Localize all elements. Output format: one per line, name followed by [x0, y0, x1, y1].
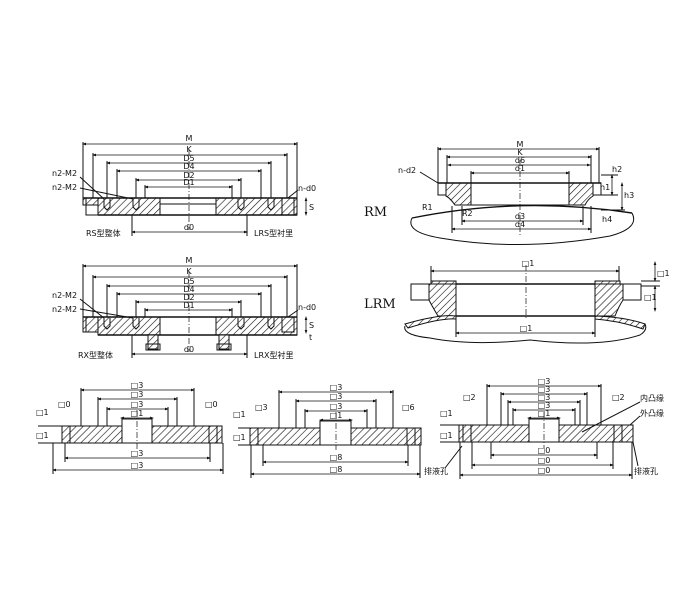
dim-label: □8 — [330, 465, 343, 474]
dim-label: K — [186, 145, 192, 154]
dim-label: D5 — [183, 277, 194, 286]
side-label: □0 — [205, 400, 218, 409]
height-label: h1 — [600, 183, 610, 192]
dim-label: □0 — [538, 446, 551, 455]
dim-label: d4 — [515, 220, 525, 229]
left-label: □1 — [440, 431, 453, 440]
hole-label: n-d0 — [298, 303, 316, 312]
caption-lrx: LRX型衬里 — [254, 350, 294, 360]
dim-label: □3 — [131, 449, 144, 458]
figure-bottom-right: □3 □3 □3 □3 □1 □2 □2 □1 □1 □0 □0 □0 内凸缘 … — [424, 377, 664, 479]
dim-label: □3 — [538, 385, 551, 394]
radius-label: R1 — [422, 203, 433, 212]
height-label: h3 — [624, 191, 634, 200]
left-label: □1 — [233, 433, 246, 442]
figure-lrm: LRM □1 □1 □1 □1 — [364, 259, 670, 344]
hole-label: n-d2 — [398, 166, 416, 175]
t-label: t — [309, 333, 312, 342]
s-label: S — [309, 321, 314, 330]
side-label: □2 — [463, 393, 476, 402]
figure-bottom-left: □3 □3 □3 □1 □0 □0 □1 □1 □3 □3 — [36, 381, 224, 474]
callout-drain-hole: 排液孔 — [424, 466, 448, 476]
thread-label: n2-M2 — [52, 291, 77, 300]
figure-rx: M K D5 D4 D2 D1 n2-M2 n2-M2 n-d0 S t d0 … — [52, 256, 316, 360]
dim-label: □0 — [538, 456, 551, 465]
dim-label: □1 — [520, 324, 533, 333]
side-label: □6 — [402, 403, 415, 412]
callout-outer-flange: 外凸缘 — [640, 408, 664, 418]
callout-inner-flange: 内凸缘 — [640, 393, 664, 403]
rm-title: RM — [364, 205, 387, 220]
d0-label: d0 — [184, 345, 194, 354]
hole-label: n-d0 — [298, 184, 316, 193]
callout-drain-hole: 排液孔 — [634, 466, 658, 476]
dim-label: □3 — [131, 400, 144, 409]
side-label: □3 — [255, 403, 268, 412]
dim-label: □3 — [538, 393, 551, 402]
dim-label: □3 — [330, 392, 343, 401]
lrm-title: LRM — [364, 297, 396, 312]
thread-label: n2-M2 — [52, 305, 77, 314]
figure-bottom-middle: □3 □3 □3 □1 □3 □6 □1 □1 □8 □8 — [233, 383, 422, 478]
dim-label: □0 — [538, 466, 551, 475]
dim-label: □3 — [131, 461, 144, 470]
radius-label: R2 — [462, 209, 473, 218]
dim-label: □1 — [522, 259, 535, 268]
dim-label: □3 — [538, 401, 551, 410]
figure-rm: RM M K d6 d1 d3 d4 n-d2 R1 R2 h2 h1 h3 h… — [364, 140, 634, 245]
dim-label: □3 — [538, 377, 551, 386]
dim-label: □3 — [330, 383, 343, 392]
height-label: h2 — [612, 165, 622, 174]
dim-label: K — [186, 267, 192, 276]
dim-label: D1 — [183, 178, 194, 187]
figure-rs: M K D5 D4 D2 D1 n2-M2 n2-M2 n-d0 S d0 RS… — [52, 134, 316, 238]
dim-label: M — [517, 140, 524, 149]
caption-rx: RX型整体 — [78, 350, 113, 360]
side-label: □1 — [644, 293, 657, 302]
dim-label: K — [517, 148, 523, 157]
s-label: S — [309, 203, 314, 212]
left-label: □1 — [233, 410, 246, 419]
caption-lrs: LRS型衬里 — [254, 228, 293, 238]
caption-rs: RS型整体 — [86, 228, 121, 238]
left-label: □1 — [440, 409, 453, 418]
dim-label: M — [186, 134, 193, 143]
side-label: □0 — [58, 400, 71, 409]
left-label: □1 — [36, 431, 49, 440]
thread-label: n2-M2 — [52, 169, 77, 178]
dim-label: □8 — [330, 453, 343, 462]
height-label: h4 — [602, 215, 612, 224]
dim-label: □3 — [330, 402, 343, 411]
d0-label: d0 — [184, 223, 194, 232]
thread-label: n2-M2 — [52, 183, 77, 192]
side-label: □2 — [612, 393, 625, 402]
dim-label: d3 — [515, 212, 525, 221]
dim-label: □3 — [131, 381, 144, 390]
side-label: □1 — [657, 269, 670, 278]
dim-label: □3 — [131, 390, 144, 399]
dim-label: D4 — [183, 285, 194, 294]
dim-label: M — [186, 256, 193, 265]
left-label: □1 — [36, 408, 49, 417]
